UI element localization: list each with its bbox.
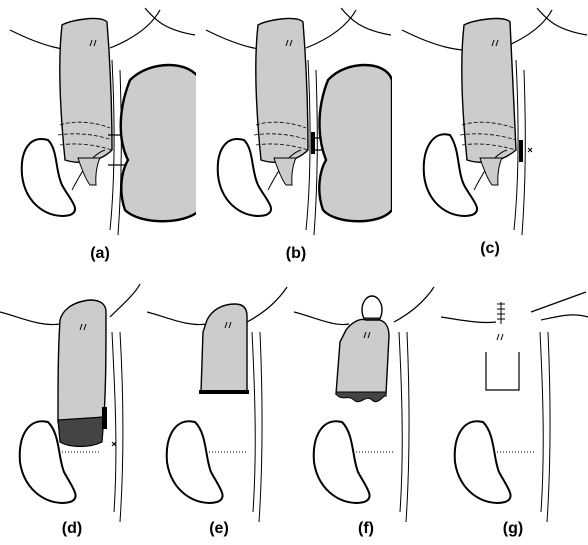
dark-region [58, 417, 104, 447]
panel-d-drawing [0, 272, 147, 545]
panel-g: (g) [441, 272, 588, 545]
panel-a-drawing [0, 0, 196, 272]
panel-b-drawing [196, 0, 392, 272]
caption-a: (a) [80, 245, 120, 263]
stomach-shape [58, 300, 106, 422]
panel-d: (d) [0, 272, 147, 545]
panel-b: (b) [196, 0, 392, 272]
panel-f: (f) [294, 272, 441, 545]
organ-shape [319, 65, 392, 221]
stomach-stump [336, 319, 389, 394]
duodenum-loop [455, 421, 511, 503]
panel-f-drawing [294, 272, 441, 545]
staple-bar [311, 132, 315, 154]
panel-c-drawing [392, 0, 588, 272]
duodenum-loop [167, 421, 223, 503]
caption-d: (d) [52, 520, 92, 538]
panel-a: (a) [0, 0, 196, 272]
staple-bar [519, 140, 523, 162]
stomach-stump [201, 304, 247, 392]
staple-line [199, 390, 249, 394]
panel-e: (e) [147, 272, 294, 545]
caption-b: (b) [276, 245, 316, 263]
stomach-shape [462, 19, 516, 163]
stomach-shape [256, 19, 308, 163]
panel-g-drawing [441, 272, 588, 545]
organ-shape [121, 65, 196, 221]
suture-line-top [497, 302, 505, 324]
caption-f: (f) [346, 520, 386, 538]
duodenum-loop [314, 421, 370, 503]
wavy-edge [336, 392, 386, 402]
stomach-shape [60, 19, 112, 163]
caption-c: (c) [470, 240, 510, 258]
staple-bar [102, 407, 107, 429]
caption-e: (e) [199, 520, 239, 538]
panel-e-drawing [147, 272, 294, 545]
panel-c: (c) [392, 0, 588, 272]
caption-g: (g) [493, 520, 533, 538]
